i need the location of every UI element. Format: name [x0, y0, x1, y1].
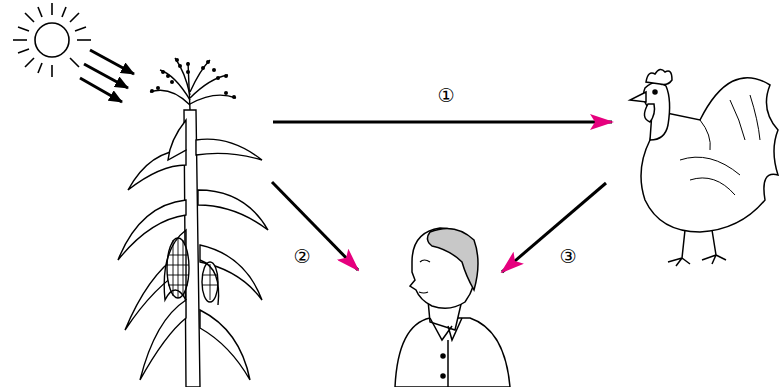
callout-number: ①	[437, 86, 454, 105]
chicken	[630, 69, 778, 266]
corn-plant	[118, 58, 268, 387]
sun-symbol	[13, 3, 91, 77]
sunlight-arrow	[80, 50, 134, 102]
callout-number: ③	[559, 247, 576, 266]
flow-arrow	[272, 122, 612, 272]
callout-number: ②	[293, 247, 310, 266]
person	[395, 228, 510, 387]
